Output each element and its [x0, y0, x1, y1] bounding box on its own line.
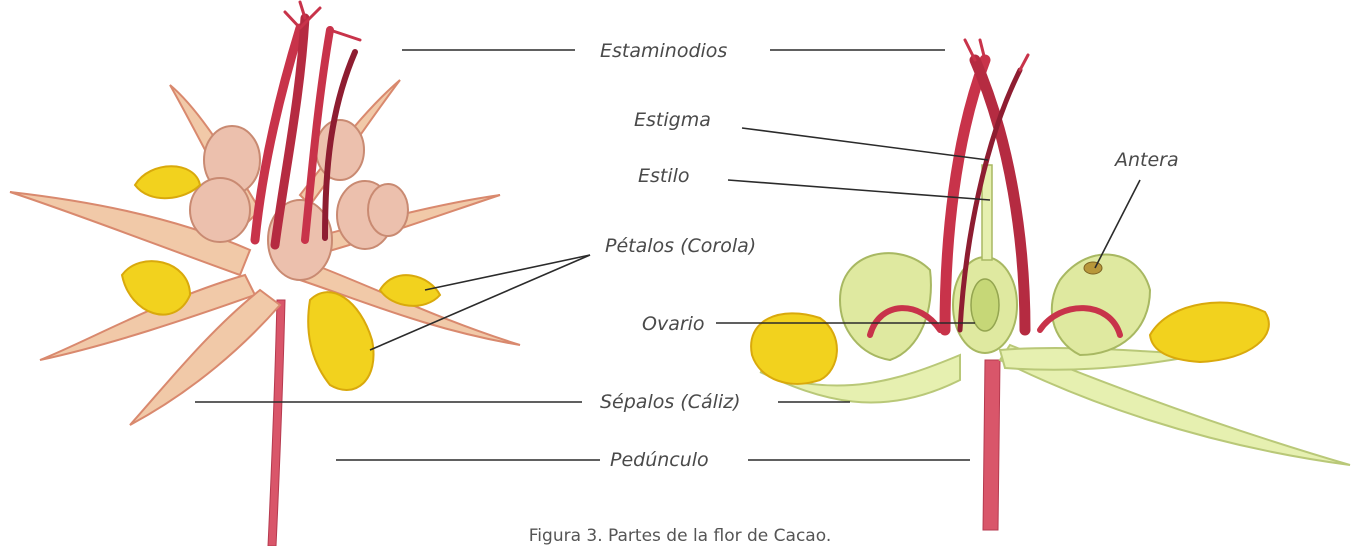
label-estigma: Estigma	[634, 109, 711, 131]
label-petalos: Pétalos (Corola)	[605, 235, 756, 257]
right-peduncle	[983, 360, 1000, 530]
label-antera: Antera	[1113, 149, 1179, 171]
label-pedunculo: Pedúnculo	[610, 449, 709, 471]
left-peduncle	[268, 300, 285, 546]
right-sepals	[760, 345, 1350, 465]
leader-petalos-upper	[425, 255, 590, 290]
label-estilo: Estilo	[638, 165, 690, 187]
left-flower	[10, 2, 520, 546]
label-sepalos: Sépalos (Cáliz)	[600, 391, 741, 413]
right-flower	[751, 40, 1350, 530]
figure-caption: Figura 3. Partes de la flor de Cacao.	[529, 526, 831, 546]
label-ovario: Ovario	[642, 313, 705, 335]
leader-estigma	[742, 128, 988, 160]
leader-antera	[1095, 180, 1140, 268]
label-estaminodios: Estaminodios	[600, 40, 727, 62]
right-anther	[1084, 262, 1102, 274]
left-sepals	[10, 80, 520, 425]
